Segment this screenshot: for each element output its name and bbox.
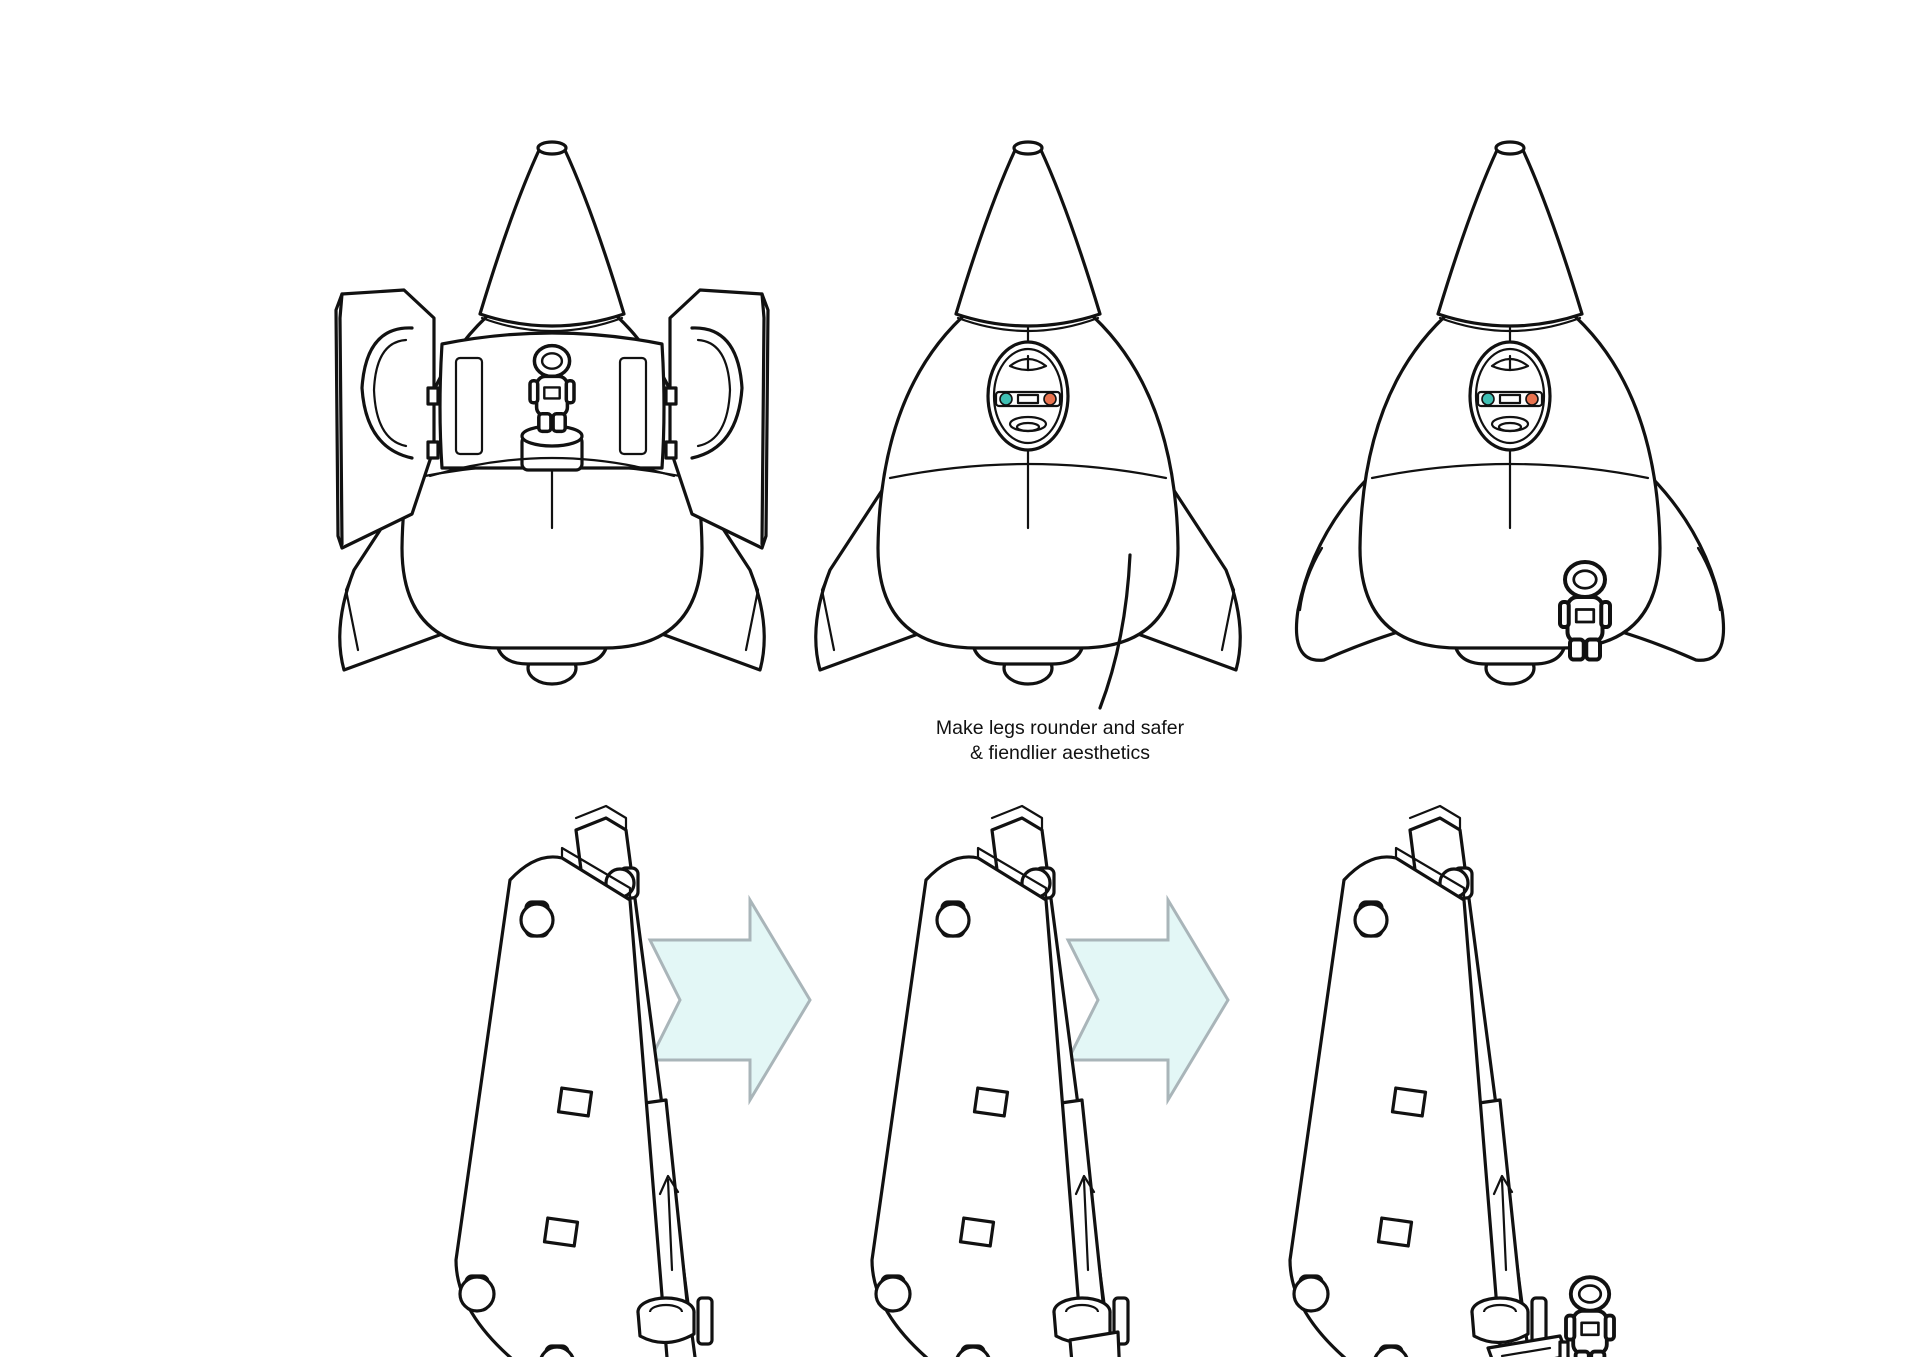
process-arrow-icon [648,898,812,1102]
rocket-side-mechanism-icon [870,804,1130,1357]
rocket-side-mechanism-icon [454,804,714,1357]
rocket-open-doors-icon [334,140,770,686]
annotation-note: Make legs rounder and safer & fiendlier … [880,716,1240,766]
annotation-line-2: & fiendlier aesthetics [970,742,1150,764]
rocket-closed-icon [814,140,1242,686]
rocket-side-mechanism-icon [1288,804,1616,1357]
annotation-leader-line [1098,553,1132,710]
rocket-rounded-legs-icon [1294,140,1726,686]
annotation-line-1: Make legs rounder and safer [935,717,1185,739]
process-arrow-icon [1066,898,1230,1102]
